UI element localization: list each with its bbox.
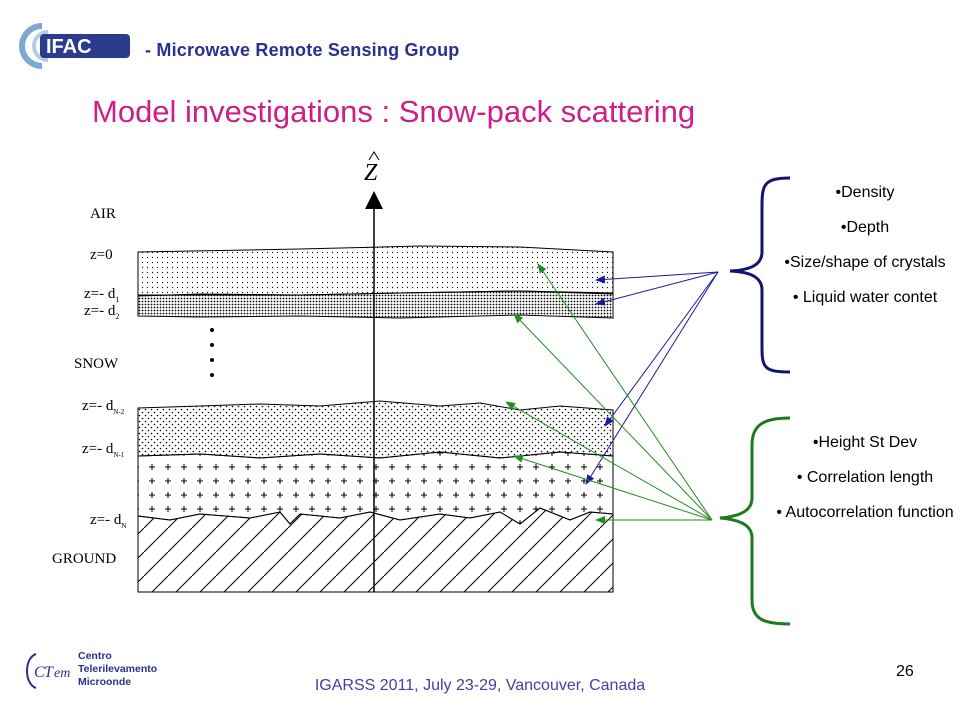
roughness-param-arrows	[505, 263, 713, 524]
page-number: 26	[896, 663, 914, 680]
param-depth: •Depth	[840, 219, 890, 236]
ground-layer	[137, 507, 614, 593]
ifac-logo-text: IFAC	[46, 36, 92, 58]
z-d1-label: z=- d1	[84, 286, 120, 304]
z-dn1-label: z=- dN-1	[82, 441, 125, 459]
partner-name: Centro Telerilevamento Microonde	[78, 650, 158, 688]
group-name: - Microwave Remote Sensing Group	[145, 40, 460, 60]
footer-conference: IGARSS 2011, July 23-29, Vancouver, Cana…	[314, 677, 646, 694]
z0-label: z=0	[90, 247, 113, 263]
param-size-shape: •Size/shape of crystals	[784, 254, 946, 271]
ifac-logo: IFAC	[19, 23, 130, 69]
z-axis-hat-icon	[368, 151, 380, 161]
air-label: AIR	[90, 206, 116, 222]
snow-params-brace	[729, 176, 791, 374]
snow-param-arrows	[585, 271, 719, 485]
snow-layer-n-1	[137, 400, 614, 459]
slide-title: Model investigations : Snow-pack scatter…	[92, 94, 696, 129]
snow-layer-1	[137, 245, 614, 296]
snow-label: SNOW	[74, 356, 119, 372]
snow-params-list: •Density •Depth •Size/shape of crystals …	[775, 182, 955, 322]
roughness-params-list: •Height St Dev • Correlation length • Au…	[775, 432, 955, 537]
param-liquid-water: • Liquid water contet	[792, 289, 938, 306]
ellipsis-dots	[210, 328, 214, 377]
z-dn2-label: z=- dN-2	[82, 398, 125, 416]
z-axis-label: Z	[364, 160, 378, 186]
svg-text:T: T	[44, 664, 54, 681]
cetem-logo: C T em	[26, 653, 70, 689]
param-height-std: •Height St Dev	[812, 434, 918, 451]
z-d2-label: z=- d2	[84, 303, 120, 321]
param-density: •Density	[835, 184, 895, 201]
param-autocorrelation: • Autocorrelation function	[776, 504, 954, 521]
ground-label: GROUND	[52, 551, 117, 567]
roughness-params-brace	[719, 416, 791, 626]
z-dn-label: z=- dN	[90, 512, 127, 530]
svg-text:em: em	[54, 666, 70, 681]
snow-layer-2	[137, 290, 614, 319]
svg-text:C: C	[34, 664, 45, 681]
param-correlation-length: • Correlation length	[796, 469, 934, 486]
